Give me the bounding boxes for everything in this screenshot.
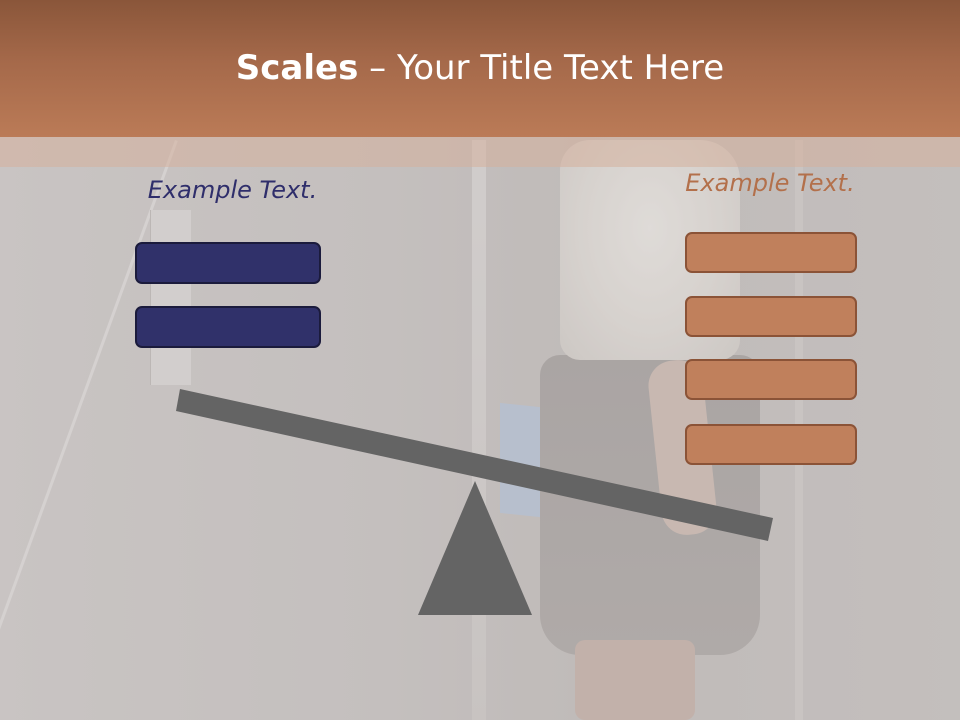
seesaw-fulcrum[interactable] [418, 481, 532, 615]
left-box-1[interactable] [135, 242, 321, 284]
left-label[interactable]: Example Text. [147, 176, 318, 204]
title-rest: – Your Title Text Here [358, 47, 725, 88]
seesaw-beam[interactable] [176, 389, 773, 541]
right-box-3[interactable] [685, 359, 857, 400]
right-box-1[interactable] [685, 232, 857, 273]
right-box-2[interactable] [685, 296, 857, 337]
title-stripe [0, 137, 960, 167]
right-label[interactable]: Example Text. [685, 169, 855, 197]
right-box-4[interactable] [685, 424, 857, 465]
background-door [150, 210, 191, 385]
slide-title[interactable]: Scales – Your Title Text Here [236, 48, 724, 88]
title-bold: Scales [235, 47, 359, 88]
title-bar: Scales – Your Title Text Here [0, 0, 960, 137]
left-box-2[interactable] [135, 306, 321, 348]
background-figure-legs [575, 640, 695, 720]
